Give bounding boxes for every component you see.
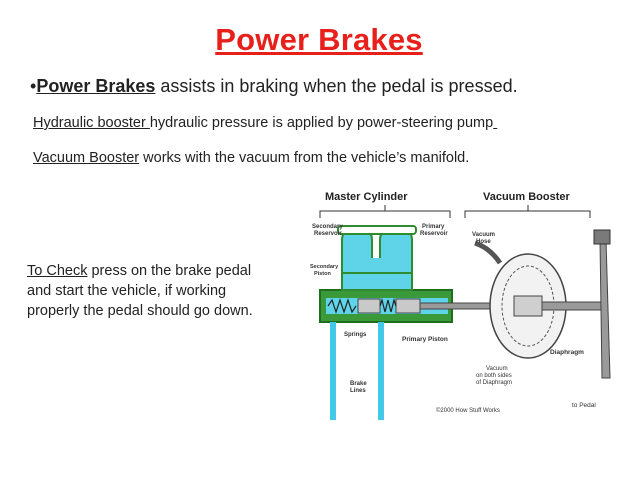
label-diaphragm: Diaphragm [550,349,584,356]
label-vacuum-note-2: on both sides [476,373,512,379]
check-line-1: To Check press on the brake pedal [27,261,307,281]
bullet-text: assists in braking when the pedal is pre… [155,76,518,96]
slide-title: Power Brakes [215,22,423,57]
bullet-marker: • [30,76,37,96]
label-primary-reservoir-2: Reservoir [420,231,448,237]
label-vacuum-note-3: of Diaphragm [476,380,512,386]
label-vacuum-booster: Vacuum Booster [483,191,571,203]
label-master-cylinder: Master Cylinder [325,191,408,203]
bracket-booster [464,205,591,218]
vacuum-booster-line: Vacuum Booster works with the vacuum fro… [33,150,469,166]
label-secondary-piston-2: Piston [314,271,331,277]
spring-2 [379,297,397,313]
bullet-power-brakes: •Power Brakes assists in braking when th… [30,76,518,97]
bracket-master [319,205,451,218]
label-secondary-piston-1: Secondary [310,264,339,270]
label-copyright: ©2000 How Stuff Works [436,407,500,414]
label-secondary-reservoir-1: Secondary [312,224,343,230]
label-primary-reservoir-1: Primary [422,224,445,230]
booster-pushrod [541,301,603,311]
spring-1 [327,298,357,314]
reservoir-fill-top [343,258,411,274]
check-line-2: and start the vehicle, if working [27,283,227,299]
label-brake-lines-1: Brake [350,381,367,387]
label-to-pedal: to Pedal [572,402,596,409]
bullet-bold-term: Power Brakes [36,76,156,96]
brake-line-2 [378,322,384,420]
label-brake-lines-2: Lines [350,388,366,394]
vacuum-label: Vacuum Booster [33,150,140,166]
vacuum-text: works with the vacuum from the vehicle’s… [139,150,470,166]
pushrod [419,302,491,310]
label-springs: Springs [344,332,367,338]
hydraulic-booster-line: Hydraulic booster hydraulic pressure is … [33,115,497,131]
power-brake-diagram: Master Cylinder Vacuum Booster Secondary… [300,178,634,424]
brake-pedal-pad [593,229,611,245]
hydraulic-label: Hydraulic booster [33,115,150,131]
hydraulic-text: hydraulic pressure is applied by power-s… [149,115,494,131]
check-label: To Check [27,263,88,279]
check-line-1-rest: press on the brake pedal [87,263,252,279]
secondary-piston [357,298,381,314]
master-cylinder-neck [341,272,413,291]
brake-line-1 [330,322,336,420]
label-vacuum-hose-2: Hose [476,239,491,245]
check-line-3: properly the pedal should go down. [27,303,253,319]
reservoir-cap [337,225,417,235]
primary-piston [395,298,421,314]
label-vacuum-hose-1: Vacuum [472,232,495,238]
label-vacuum-note-1: Vacuum [486,366,508,372]
booster-hub [513,295,543,317]
vacuum-hose [474,240,503,265]
to-check-block: To Check press on the brake pedal and st… [27,261,307,321]
hydraulic-trailing [493,115,497,131]
label-secondary-reservoir-2: Reservoir [314,231,342,237]
label-primary-piston: Primary Piston [402,336,448,343]
